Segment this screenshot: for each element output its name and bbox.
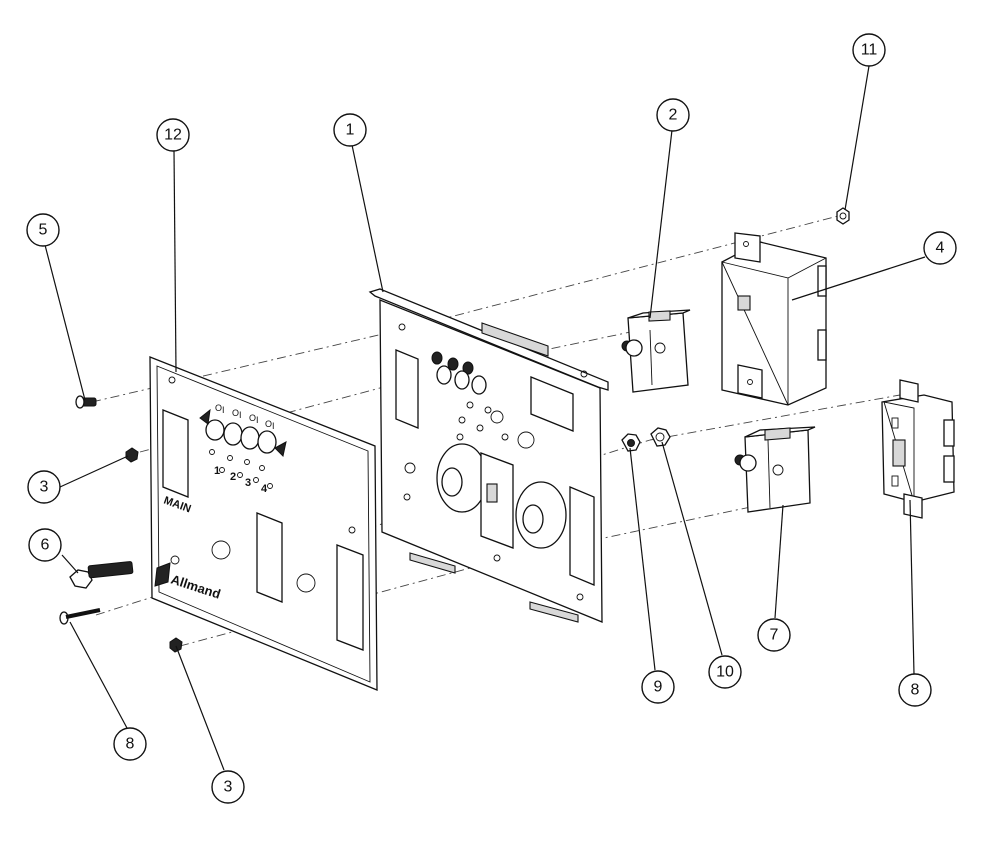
callout-5: 5 <box>26 213 60 247</box>
callout-8-left-label: 8 <box>126 736 135 753</box>
gfci-receptacle <box>881 379 955 519</box>
switch-symbol-5: O <box>249 413 256 423</box>
callout-3-bottom-label: 3 <box>224 779 233 796</box>
hardware <box>59 207 850 653</box>
callout-6-label: 6 <box>41 537 50 554</box>
circuit-number-4: 4 <box>261 483 268 495</box>
callout-10-label: 10 <box>716 664 734 681</box>
overlay-panel: O I O I O I O I 1 2 3 4 MAIN Allmand <box>149 356 378 691</box>
callout-2-label: 2 <box>669 107 678 124</box>
callout-3-top: 3 <box>27 470 61 504</box>
switch-symbol-1: O <box>215 403 222 413</box>
contactor-switch <box>721 232 827 406</box>
callout-3-bottom: 3 <box>211 770 245 804</box>
switch-symbol-3: O <box>232 408 239 418</box>
callout-6: 6 <box>28 528 62 562</box>
callout-8-left: 8 <box>113 727 147 761</box>
callout-11: 11 <box>852 33 886 67</box>
circuit-breaker-medium <box>734 426 816 513</box>
switch-symbol-4: I <box>239 410 242 420</box>
switch-symbol-8: I <box>272 421 275 431</box>
callout-2: 2 <box>656 98 690 132</box>
callout-1: 1 <box>333 113 367 147</box>
circuit-number-3: 3 <box>245 477 251 489</box>
callout-12: 12 <box>156 118 190 152</box>
callout-9: 9 <box>641 670 675 704</box>
callout-11-label: 11 <box>861 42 878 59</box>
circuit-breaker-small <box>621 309 691 393</box>
callout-8-right: 8 <box>898 673 932 707</box>
callout-3-top-label: 3 <box>40 479 49 496</box>
callout-12-label: 12 <box>164 127 182 144</box>
callout-7-label: 7 <box>770 627 779 644</box>
control-panel <box>368 288 609 623</box>
callout-5-label: 5 <box>39 222 48 239</box>
callout-4: 4 <box>923 231 957 265</box>
callout-10: 10 <box>708 655 742 689</box>
circuit-number-1: 1 <box>214 465 220 477</box>
callout-1-label: 1 <box>346 122 355 139</box>
callout-7: 7 <box>757 618 791 652</box>
callout-8-right-label: 8 <box>911 682 920 699</box>
circuit-number-2: 2 <box>230 471 236 483</box>
switch-symbol-6: I <box>256 415 259 425</box>
leader-lines <box>44 65 926 771</box>
callout-9-label: 9 <box>654 679 663 696</box>
switch-symbol-7: O <box>265 419 272 429</box>
switch-symbol-2: I <box>222 405 225 415</box>
callout-4-label: 4 <box>936 240 945 257</box>
